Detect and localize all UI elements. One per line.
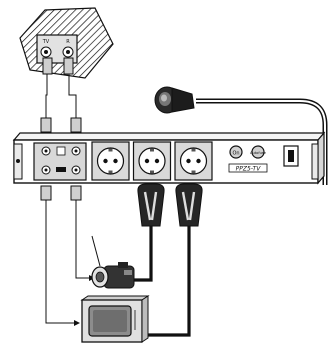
device-power-plug-1 — [137, 183, 165, 227]
tv-input-panel — [33, 142, 87, 181]
power-cables-to-devices — [128, 226, 191, 337]
model-plate — [228, 163, 268, 173]
socket-r-label: R — [66, 39, 70, 45]
mains-power-cable — [196, 98, 328, 185]
model-label: PPZ5-TV — [236, 166, 262, 173]
video-camera-icon — [91, 235, 135, 289]
device-power-plug-2 — [175, 183, 203, 227]
television-icon — [80, 295, 150, 343]
power-switch-knob[interactable] — [229, 145, 243, 159]
strip-output-coax-plugs — [40, 185, 82, 201]
indicator-lamp — [288, 150, 294, 162]
fuse-label: Autofuse — [250, 151, 267, 155]
antenna-cables-to-strip — [45, 74, 77, 122]
coax-cables-to-devices — [45, 200, 93, 324]
outlet-group — [91, 141, 213, 181]
strip-input-coax-plugs — [40, 117, 82, 133]
fuse-knob[interactable] — [251, 145, 265, 159]
socket-tv-label: TV — [42, 39, 50, 45]
mains-plug — [154, 86, 195, 114]
power-switch-label: On — [232, 151, 239, 157]
outlet-2[interactable] — [132, 141, 172, 181]
outlet-3[interactable] — [174, 141, 213, 181]
outlet-1[interactable] — [91, 141, 130, 181]
control-panel: On Autofuse PPZ5-TV — [228, 145, 299, 173]
